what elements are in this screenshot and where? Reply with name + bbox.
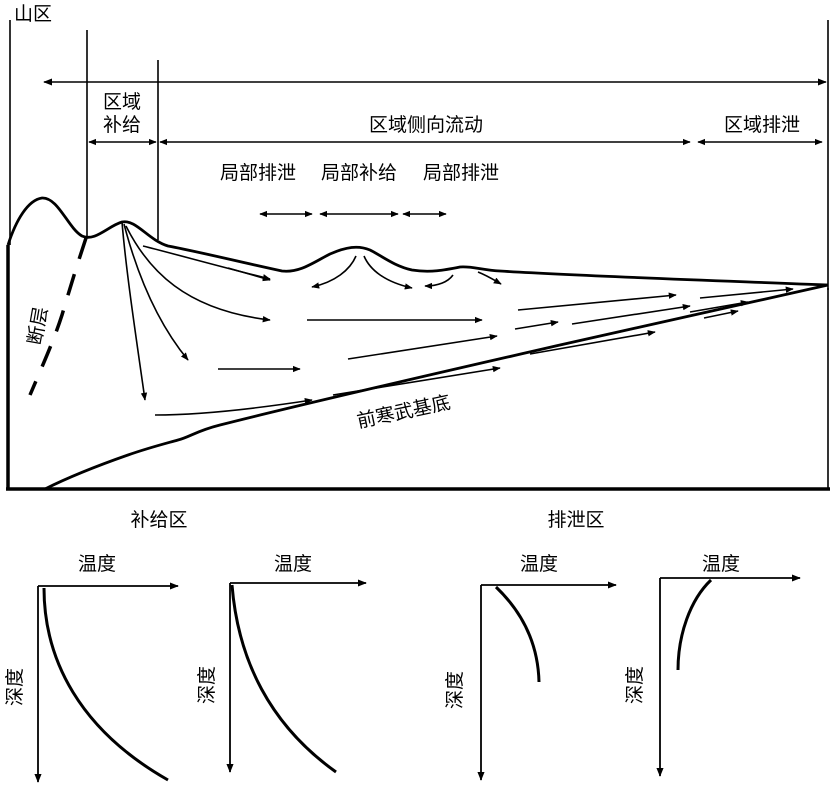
fault-label: 断层 (24, 305, 52, 346)
depth-label: 深度 (4, 668, 26, 706)
local-flow-line (311, 255, 357, 289)
local-discharge-label-1: 局部排泄 (220, 162, 296, 184)
depth-label: 深度 (444, 671, 466, 709)
temperature-label: 温度 (274, 553, 312, 575)
flow-line (517, 292, 677, 311)
depth-label: 深度 (196, 666, 218, 704)
flow-line (347, 333, 498, 360)
flow-line (125, 225, 271, 323)
basement-label: 前寒武基底 (355, 391, 453, 432)
discharge-zone-label: 排泄区 (547, 509, 604, 531)
flow-line (332, 365, 501, 396)
local-flow-line (424, 274, 454, 290)
flow-line (571, 303, 691, 325)
temperature-curve (42, 587, 169, 782)
temperature-curve (494, 585, 541, 683)
flow-line (703, 309, 739, 319)
flow-line (121, 221, 148, 401)
flow-line (529, 330, 656, 355)
flow-line (154, 397, 313, 416)
profile-3: 温度 深度 (444, 553, 617, 781)
temperature-label: 温度 (520, 553, 558, 575)
local-flow-line (363, 255, 413, 290)
regional-lateral-flow-label: 区域侧向流动 (369, 114, 483, 136)
profile-1: 温度 深度 (4, 553, 179, 783)
temperature-curve (230, 584, 337, 774)
temperature-label: 温度 (78, 553, 116, 575)
flow-line (123, 223, 189, 361)
local-recharge-label: 局部补给 (321, 162, 397, 184)
flow-line (689, 300, 749, 313)
regional-recharge-label-line2: 补给 (103, 114, 141, 136)
profile-4: 温度 深度 (624, 553, 801, 777)
flow-line (514, 319, 559, 330)
flow-line (699, 286, 794, 299)
local-discharge-label-2: 局部排泄 (423, 162, 499, 184)
depth-label: 深度 (624, 666, 646, 704)
topographic-surface (6, 196, 829, 287)
temperature-curve (676, 578, 713, 671)
regional-discharge-label: 区域排泄 (724, 114, 800, 136)
local-flow-line (477, 271, 502, 285)
recharge-zone-label: 补给区 (130, 509, 187, 531)
basement-surface (44, 283, 829, 491)
temperature-label: 温度 (702, 553, 740, 575)
regional-recharge-label-line1: 区域 (103, 91, 141, 113)
mountain-label: 山区 (14, 3, 52, 25)
flow-line (227, 267, 271, 282)
fault-line (28, 237, 88, 396)
profile-2: 温度 深度 (196, 553, 367, 774)
